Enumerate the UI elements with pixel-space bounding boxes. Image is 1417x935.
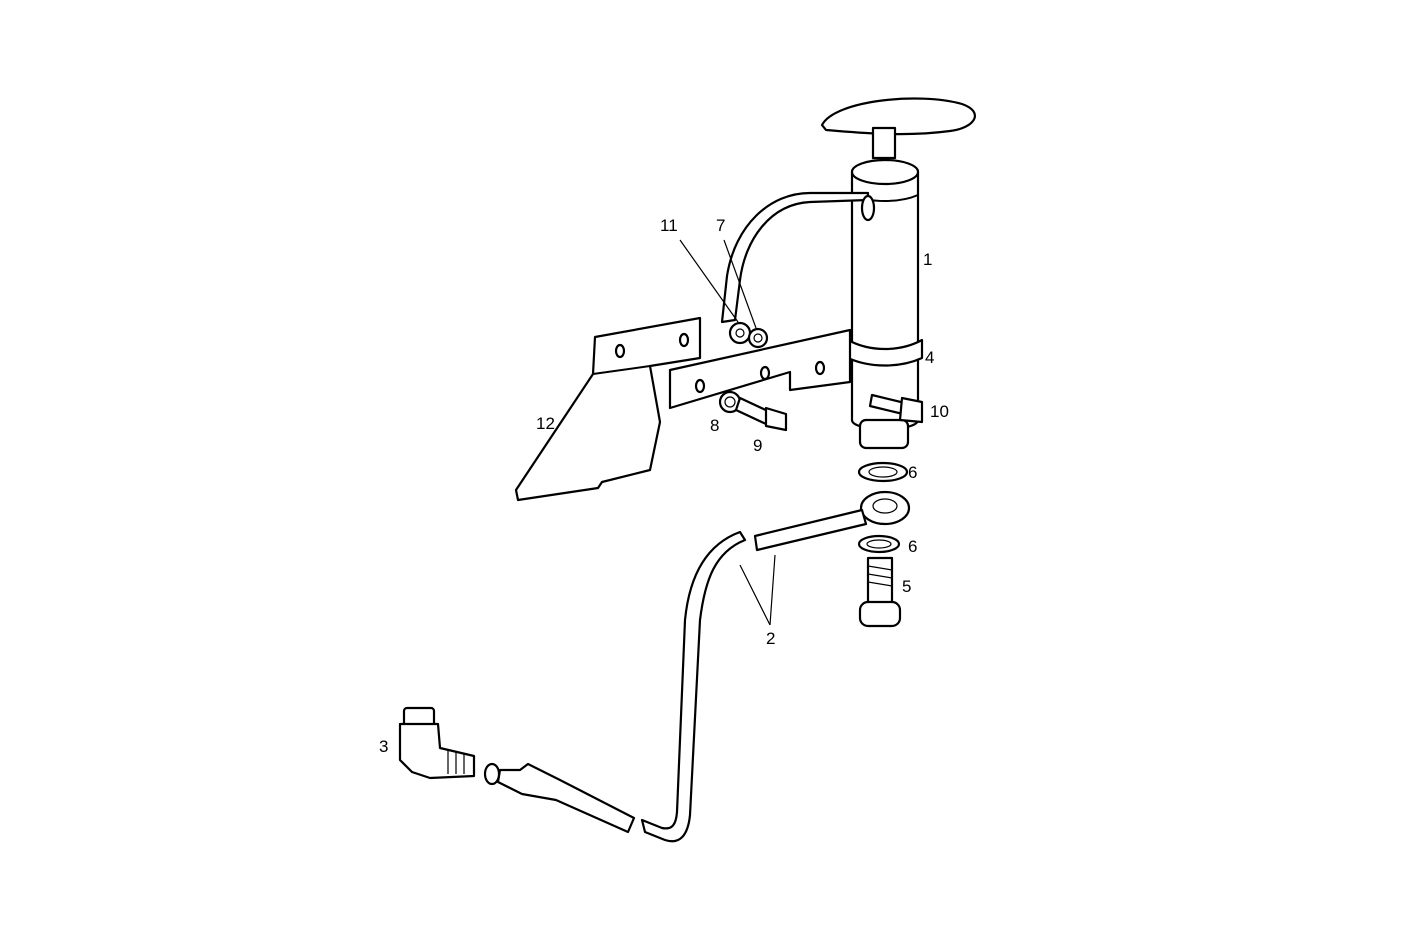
elbow-fitting xyxy=(398,706,476,780)
callout-1: 1 xyxy=(923,250,932,269)
callout-8: 8 xyxy=(710,416,719,435)
sealing-washer xyxy=(857,461,909,483)
callout-2: 2 xyxy=(766,629,775,648)
callout-3: 3 xyxy=(379,737,388,756)
nut xyxy=(728,321,752,345)
callout-11: 11 xyxy=(660,216,678,235)
callout-10: 10 xyxy=(930,402,949,421)
washer xyxy=(747,327,769,349)
banjo-bolt xyxy=(858,556,902,628)
callout-7: 7 xyxy=(716,216,725,235)
callout-4: 4 xyxy=(925,348,934,367)
fuel-pipe xyxy=(483,490,911,843)
pump-cylinder xyxy=(846,158,924,450)
sealing-washer xyxy=(857,534,901,554)
callout-9: 9 xyxy=(753,436,762,455)
callout-6-upper: 6 xyxy=(908,463,917,482)
mounting-bracket xyxy=(514,316,702,502)
callout-6-lower: 6 xyxy=(908,537,917,556)
callout-5: 5 xyxy=(902,577,911,596)
pump-handle xyxy=(820,97,976,160)
callout-12: 12 xyxy=(536,414,555,433)
pump-outlet-pipe xyxy=(720,191,870,324)
clamp-strap xyxy=(668,328,852,410)
